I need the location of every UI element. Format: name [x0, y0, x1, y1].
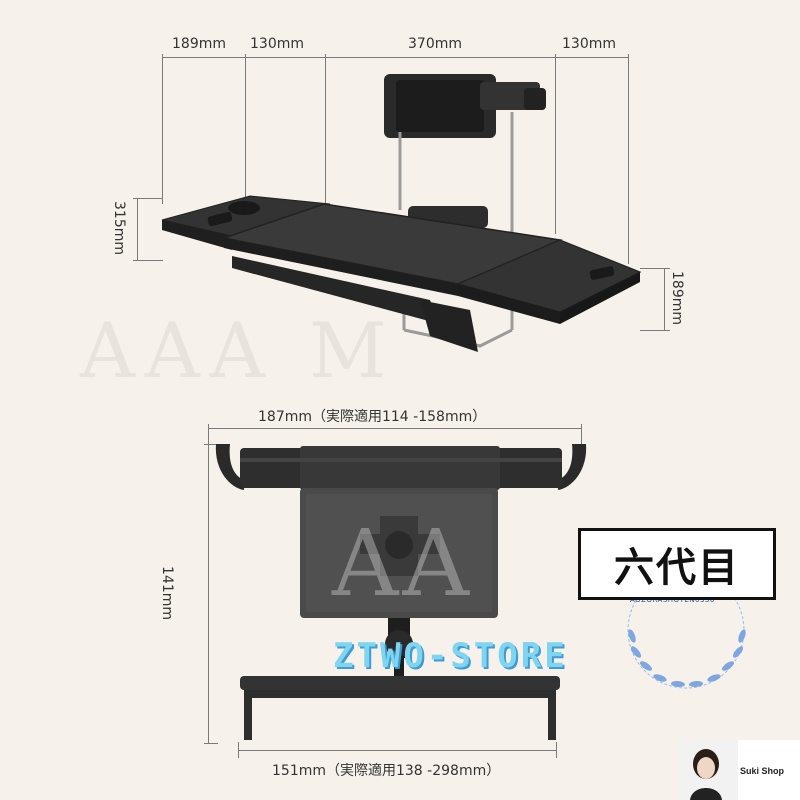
dim-tick — [640, 330, 670, 331]
width-dimension-line-bottom — [238, 750, 556, 751]
shop-panel — [678, 740, 800, 800]
cup-holder-right — [589, 266, 615, 280]
dim-tick — [133, 198, 163, 199]
dim-label-130-right: 130mm — [562, 36, 616, 52]
dim-tick — [208, 424, 209, 444]
width-dimension-line-top — [208, 428, 582, 429]
dim-label-130-left: 130mm — [250, 36, 304, 52]
dim-tick — [325, 54, 326, 204]
avatar — [678, 740, 738, 800]
dim-tick — [556, 742, 557, 758]
top-dimension-line — [162, 57, 628, 58]
dim-label-151: 151mm（実際適用138 -298mm） — [272, 763, 501, 779]
dim-tick — [245, 54, 246, 204]
height-dimension-line — [137, 198, 138, 260]
dim-label-189: 189mm — [172, 36, 226, 52]
shop-name: Suki Shop — [740, 766, 785, 776]
dim-tick — [162, 54, 163, 204]
seal-wreath-icon — [627, 571, 746, 689]
watermark-top: AAA M — [80, 306, 397, 395]
dim-tick — [628, 54, 629, 264]
dim-tick — [555, 54, 556, 234]
seal-text: AOZORASHOTEN0330 — [630, 596, 715, 604]
tray-illustration — [161, 74, 642, 352]
bottom-bracket — [244, 682, 556, 740]
dim-tick — [204, 743, 218, 744]
generation-badge: 六代目 — [578, 528, 776, 600]
height-dimension-line — [664, 268, 665, 330]
holder-illustration — [215, 444, 587, 740]
dim-tick — [204, 444, 218, 445]
dim-tick — [238, 742, 239, 758]
dim-label-187: 187mm（実際適用114 -158mm） — [258, 409, 487, 425]
dim-tick — [581, 424, 582, 444]
height-dimension-line-bottom — [208, 444, 209, 744]
dim-tick — [640, 268, 670, 269]
store-logo-text: ZTWO-STORE — [333, 636, 568, 676]
watermark-mid: AA — [332, 510, 473, 617]
dim-label-370: 370mm — [408, 36, 462, 52]
dim-tick — [133, 260, 163, 261]
cup-holder-left — [228, 201, 260, 215]
